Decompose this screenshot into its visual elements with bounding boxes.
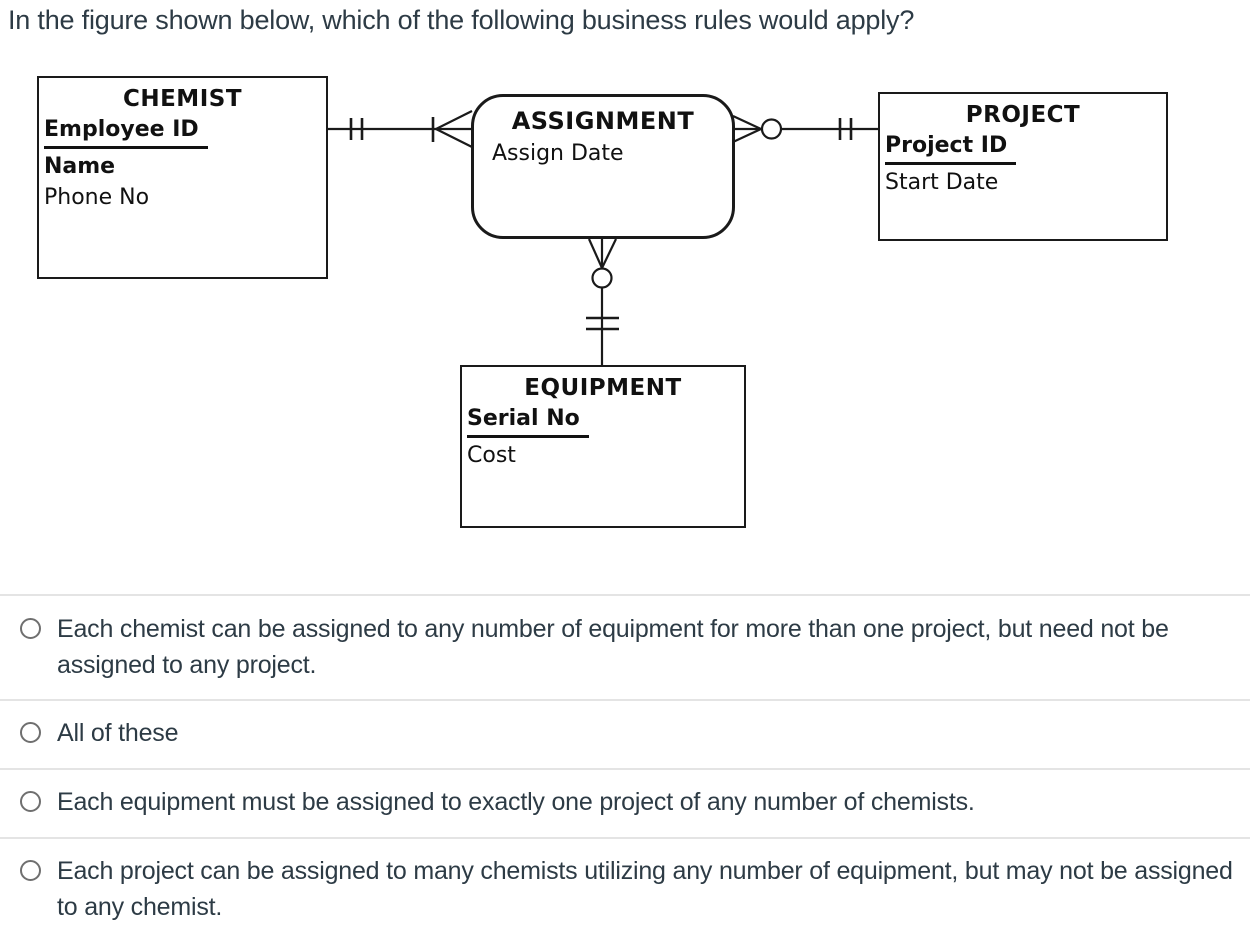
entity-attributes: Assign Date [474, 138, 732, 170]
radio-option-3[interactable] [20, 791, 41, 812]
option-row[interactable]: Each equipment must be assigned to exact… [0, 768, 1250, 837]
zero-or-many-crow-foot-icon [587, 238, 617, 289]
entity-project: PROJECT Project ID Start Date [878, 92, 1168, 241]
entity-title: ASSIGNMENT [511, 107, 695, 135]
primary-key-attribute: Project ID [885, 130, 1017, 165]
entity-title: CHEMIST [122, 86, 243, 112]
option-label[interactable]: All of these [57, 719, 179, 747]
entity-assignment: ASSIGNMENT Assign Date [471, 94, 735, 239]
optional-circle-icon [760, 118, 783, 140]
relationship-connectors [327, 110, 878, 366]
option-row[interactable]: Each project can be assigned to many che… [0, 837, 1250, 932]
option-row[interactable]: All of these [0, 699, 1250, 768]
entity-attributes: Serial No Cost [462, 403, 744, 471]
entity-attributes: Employee ID Name Phone No [39, 114, 326, 214]
connector-assignment-project [732, 115, 878, 143]
entity-chemist: CHEMIST Employee ID Name Phone No [37, 76, 328, 279]
one-and-only-one-icon [349, 118, 364, 140]
option-label[interactable]: Each project can be assigned to many che… [57, 857, 1233, 921]
one-or-many-crow-foot-icon [431, 110, 473, 148]
entity-equipment: EQUIPMENT Serial No Cost [460, 365, 746, 528]
attribute: Cost [467, 442, 516, 468]
radio-option-2[interactable] [20, 722, 41, 743]
er-diagram: CHEMIST Employee ID Name Phone No ASSIGN… [37, 76, 1168, 528]
question-title: In the figure shown below, which of the … [8, 5, 915, 35]
option-row[interactable]: Each chemist can be assigned to any numb… [0, 594, 1250, 699]
option-label[interactable]: Each chemist can be assigned to any numb… [57, 615, 1169, 679]
primary-key-attribute: Employee ID [44, 114, 208, 149]
answer-options: Each chemist can be assigned to any numb… [0, 594, 1250, 932]
attribute: Assign Date [492, 141, 624, 166]
entity-title: EQUIPMENT [524, 375, 682, 401]
entity-attributes: Project ID Start Date [880, 130, 1166, 198]
optional-circle-icon [591, 267, 613, 289]
primary-key-attribute: Serial No [467, 403, 589, 438]
attribute: Phone No [44, 185, 150, 210]
connector-chemist-assignment [327, 110, 473, 148]
entity-title: PROJECT [965, 102, 1081, 128]
attribute: Start Date [885, 169, 999, 195]
radio-option-1[interactable] [20, 618, 41, 639]
one-and-only-one-icon [838, 118, 853, 140]
attribute: Name [44, 153, 116, 179]
zero-or-many-crow-foot-icon [732, 115, 783, 143]
connector-assignment-equipment [586, 238, 619, 366]
option-label[interactable]: Each equipment must be assigned to exact… [57, 788, 975, 816]
one-and-only-one-icon [586, 316, 619, 331]
radio-option-4[interactable] [20, 860, 41, 881]
